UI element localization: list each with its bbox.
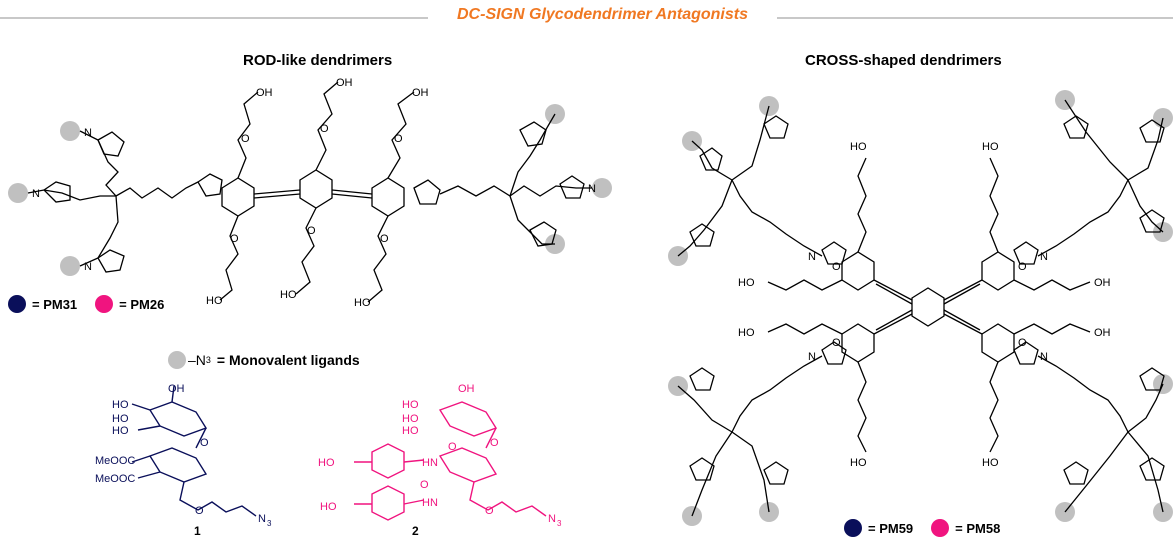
- atom-label: O: [1018, 261, 1027, 273]
- atom-label: HO: [738, 277, 755, 289]
- atom-label: O: [394, 133, 403, 145]
- svg-text:MeOOC: MeOOC: [95, 455, 135, 467]
- atom-label: O: [230, 233, 239, 245]
- svg-text:HO: HO: [318, 457, 335, 469]
- legend-label-pm31: = PM31: [32, 296, 78, 312]
- legend-label-pm26: = PM26: [119, 296, 165, 312]
- svg-text:HO: HO: [402, 413, 419, 425]
- svg-text:HO: HO: [112, 413, 129, 425]
- ligand-dot: [60, 121, 80, 141]
- atom-label: OH: [1094, 327, 1111, 339]
- atom-label: OH: [412, 87, 429, 99]
- svg-text:3: 3: [557, 519, 562, 528]
- svg-text:HO: HO: [320, 501, 337, 513]
- atom-label: N: [1040, 351, 1048, 363]
- ligand-1-labels: HO OH HO HO MeOOC MeOOC O O N: [95, 383, 266, 525]
- legend-dot-navy: [8, 295, 26, 313]
- cross-ligand-dots: [668, 90, 1173, 526]
- atom-label: N: [1040, 251, 1048, 263]
- svg-text:N: N: [258, 513, 266, 525]
- ligand-2-structure: [354, 401, 547, 521]
- atom-label: HO: [982, 141, 999, 153]
- svg-text:HO: HO: [402, 425, 419, 437]
- legend-label-pm59: = PM59: [868, 520, 914, 536]
- atom-label: O: [320, 123, 329, 135]
- atom-label: HO: [982, 457, 999, 469]
- ligand-dot: [60, 256, 80, 276]
- atom-label: N: [84, 261, 92, 273]
- ligand-dot: [168, 351, 186, 369]
- atom-label: O: [832, 261, 841, 273]
- cross-heading: CROSS-shaped dendrimers: [805, 52, 1002, 69]
- atom-label: OH: [1094, 277, 1111, 289]
- atom-label: HO: [850, 141, 867, 153]
- cross-legend: = PM59 = PM58: [844, 519, 1000, 537]
- atom-label: HO: [354, 297, 371, 309]
- azide-label: –N: [188, 352, 206, 368]
- svg-text:O: O: [420, 479, 429, 491]
- cross-atom-labels: HO HO HO OH HO OH HO HO O O O O N N N N: [738, 141, 1111, 469]
- svg-text:HO: HO: [402, 399, 419, 411]
- svg-text:MeOOC: MeOOC: [95, 473, 135, 485]
- cross-backbone: [677, 99, 1165, 517]
- legend-dot-pink: [95, 295, 114, 313]
- atom-label: N: [808, 351, 816, 363]
- legend-dot-pink: [931, 519, 950, 537]
- title-bar: DC-SIGN Glycodendrimer Antagonists: [0, 0, 1173, 30]
- svg-text:OH: OH: [168, 383, 185, 395]
- svg-text:OH: OH: [458, 383, 475, 395]
- svg-text:O: O: [195, 505, 204, 517]
- atom-label: N: [32, 188, 40, 200]
- svg-text:3: 3: [267, 519, 272, 528]
- svg-text:O: O: [448, 441, 457, 453]
- ligand-dot: [668, 246, 688, 266]
- svg-text:HN: HN: [422, 457, 438, 469]
- atom-label: N: [808, 251, 816, 263]
- svg-text:HO: HO: [112, 399, 129, 411]
- svg-text:HO: HO: [112, 425, 129, 437]
- svg-text:O: O: [485, 505, 494, 517]
- rod-ligand-dots: [8, 104, 612, 276]
- compound-1-label: 1: [194, 524, 201, 538]
- atom-label: O: [1018, 337, 1027, 349]
- atom-label: O: [307, 225, 316, 237]
- atom-label: N: [84, 127, 92, 139]
- atom-label: HO: [738, 327, 755, 339]
- rod-heading: ROD-like dendrimers: [243, 52, 393, 69]
- atom-label: OH: [336, 77, 353, 89]
- main-title: DC-SIGN Glycodendrimer Antagonists: [457, 6, 748, 23]
- legend-dot-navy: [844, 519, 862, 537]
- atom-label: HO: [850, 457, 867, 469]
- rod-backbone: [27, 81, 592, 303]
- svg-text:N: N: [548, 513, 556, 525]
- svg-text:O: O: [490, 437, 499, 449]
- compound-2-label: 2: [412, 524, 419, 538]
- ligand-2-labels: HO OH HO HO O HN O HN HO HO O O N: [318, 383, 556, 525]
- azide-subscripts: 3 3: [267, 519, 562, 528]
- rod-atom-labels: OH OH OH HO HO HO O O O O O O N N N N: [32, 77, 596, 309]
- atom-label: OH: [256, 87, 273, 99]
- atom-label: HO: [280, 289, 297, 301]
- atom-label: O: [241, 133, 250, 145]
- atom-label: O: [380, 233, 389, 245]
- atom-label: N: [588, 183, 596, 195]
- ligand-dot: [592, 178, 612, 198]
- legend-label-pm58: = PM58: [955, 520, 1001, 536]
- rod-legend: = PM31 = PM26: [8, 295, 164, 313]
- title-rule-right: [777, 17, 1173, 19]
- ligand-dot: [8, 183, 28, 203]
- azide-subscript: 3: [205, 355, 211, 365]
- ligand-1-structure: [131, 385, 257, 517]
- title-rule-left: [0, 17, 428, 19]
- monovalent-label: = Monovalent ligands: [216, 352, 360, 368]
- svg-text:HN: HN: [422, 497, 438, 509]
- atom-label: O: [832, 337, 841, 349]
- atom-label: HO: [206, 295, 223, 307]
- monovalent-legend: –N 3 = Monovalent ligands: [168, 351, 360, 369]
- svg-text:O: O: [200, 437, 209, 449]
